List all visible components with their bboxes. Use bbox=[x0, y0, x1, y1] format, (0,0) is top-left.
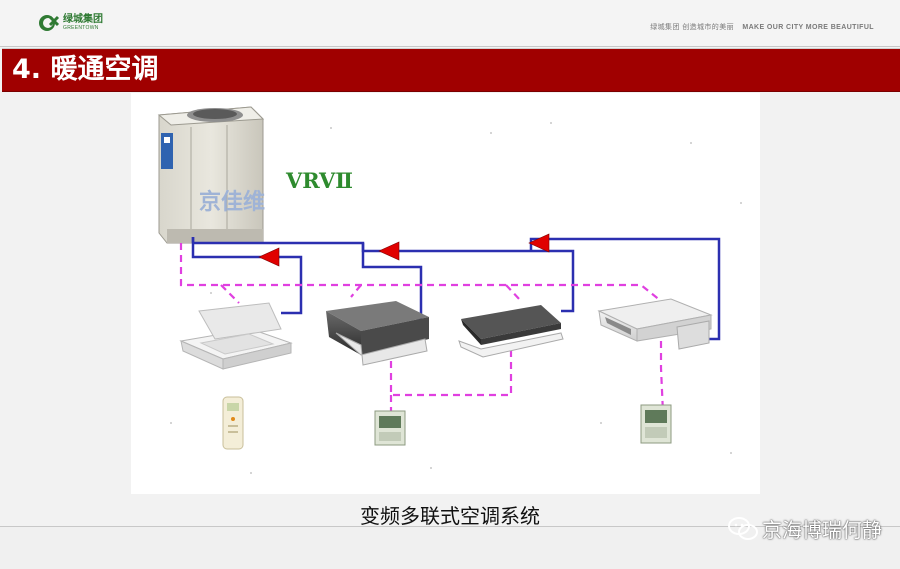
flow-arrows bbox=[258, 233, 550, 267]
footer-bar bbox=[0, 527, 900, 569]
indoor-unit-cassette bbox=[179, 302, 293, 370]
wireless-remote bbox=[222, 396, 244, 450]
flow-arrow-3 bbox=[528, 233, 550, 253]
section-title: 4. 暖通空调 bbox=[12, 54, 159, 85]
flow-arrow-1 bbox=[258, 247, 280, 267]
slogan-english: MAKE OUR CITY MORE BEAUTIFUL bbox=[742, 24, 874, 31]
section-title-bar: 4. 暖通空调 bbox=[2, 48, 900, 92]
pipe-to-unit-3 bbox=[361, 243, 575, 313]
slogan-chinese: 绿城集团 创造城市的美丽 bbox=[650, 24, 734, 31]
indoor-unit-ducted bbox=[326, 301, 429, 366]
greentown-logo: 绿城集团 GREENTOWN bbox=[38, 13, 103, 33]
account-watermark: 京海博瑞何静 bbox=[728, 514, 882, 543]
header-bar: 绿城集团 GREENTOWN 绿城集团 创造城市的美丽 MAKE OUR CIT… bbox=[0, 0, 900, 46]
pipe-to-unit-1 bbox=[191, 237, 303, 315]
vrv-system-diagram: 京佳维 VRVⅡ bbox=[131, 93, 760, 494]
footer-divider bbox=[0, 526, 900, 527]
outdoor-unit bbox=[157, 106, 265, 244]
logo-english-text: GREENTOWN bbox=[63, 25, 99, 31]
wired-controller-1 bbox=[374, 410, 406, 446]
flow-arrow-2 bbox=[378, 241, 400, 261]
brand-watermark: 京佳维 bbox=[199, 189, 265, 215]
header-divider bbox=[0, 46, 900, 47]
wired-controller-2 bbox=[640, 404, 672, 444]
indoor-unit-ceiling-panel bbox=[458, 305, 564, 358]
control-wiring bbox=[179, 243, 665, 414]
logo-chinese-text: 绿城集团 bbox=[63, 14, 103, 25]
watermark-text: 京海博瑞何静 bbox=[762, 518, 882, 542]
wechat-icon bbox=[728, 516, 758, 540]
diagram-caption: 变频多联式空调系统 bbox=[360, 504, 540, 528]
indoor-unit-concealed-duct bbox=[597, 298, 713, 350]
diagram-canvas: 京佳维 VRVⅡ bbox=[157, 106, 742, 474]
greentown-leaf-icon bbox=[39, 15, 60, 31]
vrv-product-label: VRVⅡ bbox=[285, 168, 353, 193]
header-slogan: 绿城集团 创造城市的美丽 MAKE OUR CITY MORE BEAUTIFU… bbox=[650, 22, 874, 32]
